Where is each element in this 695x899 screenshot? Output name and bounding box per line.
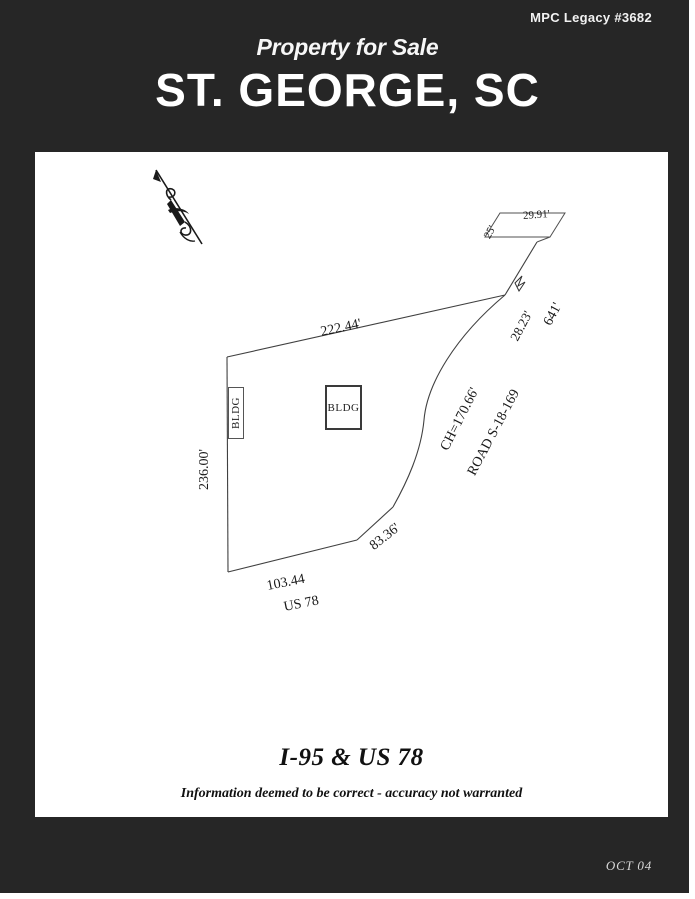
- footer-location-line: I-95 & US 78: [279, 744, 424, 771]
- header-band: MPC Legacy #3682 Property for Sale ST. G…: [0, 0, 695, 152]
- north-arrow-icon: [153, 169, 203, 245]
- building-footprint-west: BLDG: [228, 387, 244, 439]
- building-label-center: BLDG: [327, 401, 360, 414]
- boundary-south-west: [227, 539, 358, 573]
- building-label-west: BLDG: [230, 397, 242, 429]
- boundary-south-east: [356, 506, 394, 541]
- building-footprint-center: BLDG: [325, 385, 362, 430]
- footer-disclaimer-line: Information deemed to be correct - accur…: [180, 786, 523, 801]
- scan-edge-right: [689, 0, 695, 899]
- plat-sheet: BLDG BLDG 29.91' 25' 641' 28.23' 222.44'…: [35, 152, 668, 817]
- page-subtitle: Property for Sale: [256, 34, 439, 60]
- boundary-north: [226, 294, 506, 358]
- legacy-id-label: MPC Legacy #3682: [530, 10, 652, 25]
- scan-edge-bottom: [0, 893, 695, 899]
- dimension-label-west-boundary: 236.00': [197, 448, 212, 490]
- inset-leader-line: [536, 236, 551, 243]
- boundary-east-curve: [392, 294, 506, 508]
- boundary-west: [226, 356, 229, 573]
- page-title: ST. GEORGE, SC: [155, 64, 540, 116]
- date-stamp-label: OCT 04: [605, 858, 652, 873]
- road-break-marker: [514, 275, 526, 292]
- road-line-northeast: [504, 241, 538, 296]
- dimension-label-top-inset-width: 29.91': [522, 208, 551, 222]
- plat-drawing: [226, 212, 566, 573]
